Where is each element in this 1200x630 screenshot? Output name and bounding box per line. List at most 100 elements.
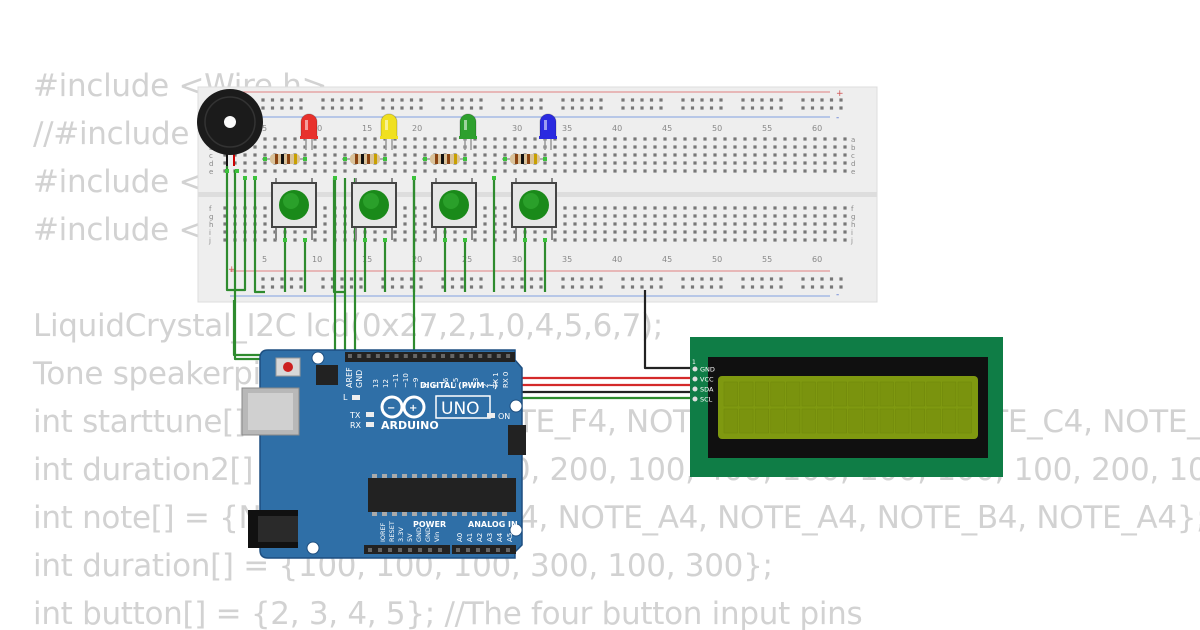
- arduino-brand: ARDUINO: [381, 419, 439, 432]
- digital-pin-label: ~11: [392, 373, 400, 388]
- column-number: 10: [312, 255, 322, 264]
- breadboard-labels: 5510101515202025253030353540404545505055…: [208, 124, 856, 264]
- power-pin-label: GND: [415, 527, 423, 542]
- gnd-label: GND: [355, 370, 364, 388]
- lcd-pin-one: 1: [692, 359, 696, 366]
- power-pin-label: RESET: [388, 521, 396, 542]
- column-number: 30: [512, 124, 522, 133]
- buzzer-hole: [224, 116, 236, 128]
- led-green: [459, 113, 477, 150]
- column-number: 5: [262, 124, 267, 133]
- lcd-pin-label: SDA: [700, 386, 714, 394]
- lcd-pin-labels: GND VCC SDA SCL: [692, 366, 715, 404]
- power-pin-label: 5V: [406, 533, 414, 542]
- wire-led-gnd-1: [253, 178, 265, 294]
- column-number: 10: [312, 124, 322, 133]
- aref-label: AREF: [345, 367, 354, 388]
- lcd-pin-label: GND: [700, 366, 715, 374]
- rail-minus-label: -: [836, 113, 839, 123]
- resistor: [422, 154, 466, 164]
- row-letter: d: [851, 160, 855, 168]
- pushbutton: [511, 178, 557, 240]
- digital-pin-label: RX 0: [502, 372, 510, 388]
- code-line: int duration[] = {100, 100, 100, 300, 10…: [33, 548, 773, 584]
- column-number: 25: [462, 255, 472, 264]
- digital-pin-label: 12: [382, 379, 390, 388]
- led-red: [300, 113, 318, 150]
- code-line: #include <Wire.h>: [33, 68, 328, 104]
- wire-lcd-gnd: [643, 290, 694, 370]
- digital-label: DIGITAL (PWM ~): [420, 381, 498, 390]
- analog-pin-label: A5: [506, 533, 514, 542]
- column-number: 15: [362, 255, 372, 264]
- power-pin-label: 3.3V: [397, 527, 405, 542]
- rx-label: RX: [350, 421, 362, 430]
- row-letter: c: [851, 152, 855, 160]
- pushbutton: [271, 178, 317, 240]
- analog-pin-label: A4: [496, 532, 504, 542]
- analog-pin-label: A0: [456, 533, 464, 542]
- digital-pin-label: 13: [372, 379, 380, 388]
- digital-header: [345, 352, 515, 362]
- column-number: 20: [412, 124, 422, 133]
- row-letter: a: [851, 136, 855, 144]
- svg-text:+: +: [409, 403, 417, 414]
- row-letter: d: [209, 160, 213, 168]
- column-number: 50: [712, 124, 722, 133]
- power-pin-label: IOREF: [379, 522, 387, 542]
- resistor: [342, 154, 386, 164]
- row-letter: g: [851, 213, 855, 221]
- analog-pin-label: A3: [486, 533, 494, 542]
- column-number: 55: [762, 255, 772, 264]
- digital-pin-label: ~9: [412, 378, 420, 388]
- digital-pin-label: ~10: [402, 373, 410, 388]
- rail-plus-label: +: [836, 89, 844, 99]
- row-letter: f: [209, 205, 212, 213]
- column-number: 55: [762, 124, 772, 133]
- analog-pin-label: A1: [466, 533, 474, 542]
- column-number: 40: [612, 255, 622, 264]
- column-number: 30: [512, 255, 522, 264]
- row-letter: j: [208, 237, 211, 245]
- row-letter: c: [209, 152, 213, 160]
- piezo-buzzer: [197, 89, 263, 166]
- lcd-pin-label: VCC: [700, 376, 714, 384]
- column-number: 45: [662, 255, 672, 264]
- l-led-label: L: [343, 393, 348, 402]
- row-letter: h: [851, 221, 855, 229]
- resistor: [502, 154, 546, 164]
- row-letter: e: [851, 168, 855, 176]
- rail-minus-label-bottom: -: [836, 290, 839, 300]
- svg-text:−: −: [387, 403, 395, 414]
- digital-pin-label: ~5: [452, 378, 460, 388]
- column-number: 35: [562, 255, 572, 264]
- digital-pin-label: 2: [482, 384, 490, 388]
- icsp-header: [316, 365, 338, 385]
- icsp-header-right: [508, 425, 526, 455]
- led-yellow: [380, 113, 398, 150]
- lcd-pin-label: SCL: [700, 396, 713, 404]
- row-letter: h: [209, 221, 213, 229]
- on-label: ON: [498, 412, 510, 421]
- digital-pin-label: 4: [462, 383, 470, 388]
- column-number: 40: [612, 124, 622, 133]
- row-letter: g: [209, 213, 213, 221]
- column-number: 60: [812, 255, 822, 264]
- row-letter: b: [851, 144, 856, 152]
- pushbutton: [351, 178, 397, 240]
- breadboard-components: [225, 113, 557, 242]
- row-letter: j: [850, 237, 853, 245]
- uno-label: UNO: [441, 399, 480, 419]
- analog-label: ANALOG IN: [468, 520, 518, 529]
- analog-pin-label: A2: [476, 533, 484, 542]
- chip-pins: [372, 474, 507, 516]
- arduino-logo-icon: − +: [380, 395, 426, 419]
- rail-plus-label-bottom: +: [228, 265, 236, 275]
- column-number: 35: [562, 124, 572, 133]
- resistor: [262, 154, 306, 164]
- code-line: LiquidCrystal_I2C lcd(0x27,2,1,0,4,5,6,7…: [33, 308, 663, 344]
- atmega-chip: [368, 478, 516, 512]
- digital-pin-label: 8: [422, 384, 430, 388]
